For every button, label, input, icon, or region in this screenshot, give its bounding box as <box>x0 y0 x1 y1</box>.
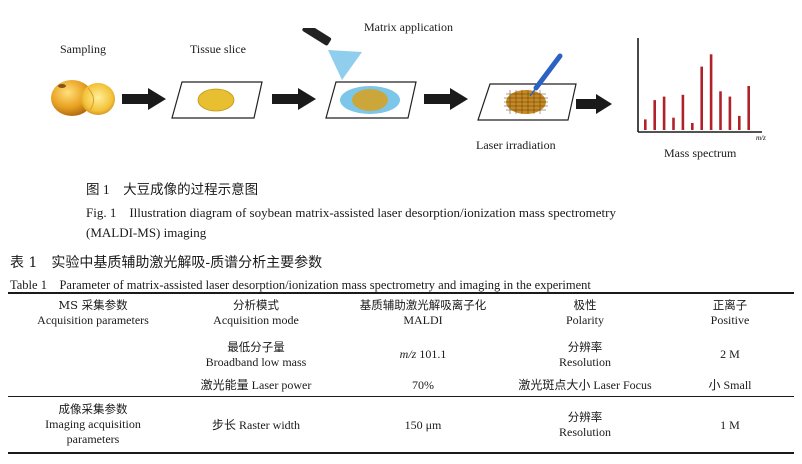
table-title-zh: 表 1 实验中基质辅助激光解吸-质谱分析主要参数 <box>10 255 323 271</box>
tissue-slice-plate <box>171 81 263 119</box>
arrow-icon <box>424 88 468 110</box>
cell-resolution: 分辨率 Resolution <box>520 340 650 370</box>
spectrum-peak <box>728 96 732 130</box>
arrow-icon <box>122 88 166 110</box>
cell-imaging-params: 成像采集参数 Imaging acquisition parameters <box>18 402 168 447</box>
matrix-coated-plate <box>325 81 417 119</box>
cell-maldi: 基质辅助激光解吸离子化 MALDI <box>330 298 516 328</box>
figure-caption-en-line2: (MALDI-MS) imaging <box>86 225 207 240</box>
spectrum-peak <box>662 96 666 130</box>
cell-laser-power: 激光能量 Laser power <box>200 378 312 392</box>
cell-positive: 正离子 Positive <box>680 298 780 328</box>
sprayer-icon <box>302 28 362 80</box>
cell-acquisition-mode: 分析模式 Acquisition mode <box>186 298 326 328</box>
cell-text: 正离子 <box>712 298 748 312</box>
spectrum-peak <box>719 91 722 130</box>
label-laser-irradiation: Laser irradiation <box>476 138 556 152</box>
spectrum-peak <box>738 115 741 130</box>
arrow-icon <box>576 94 612 114</box>
figure-caption-zh: 图 1 大豆成像的过程示意图 <box>86 182 259 197</box>
cell-text: Imaging acquisition <box>45 417 141 431</box>
spectrum-peak <box>644 119 647 130</box>
cell-text: Acquisition parameters <box>37 313 149 327</box>
spectrum-peak <box>672 117 675 130</box>
soybean-icon <box>51 80 115 116</box>
cell-laser-focus: 激光斑点大小 Laser Focus <box>518 378 652 392</box>
cell-text: 分析模式 <box>233 298 279 312</box>
cell-text: Resolution <box>558 425 611 439</box>
spectrum-axis-label: m/z <box>756 134 766 142</box>
cell-text: Polarity <box>566 313 604 327</box>
cell-raster-width: 步长 Raster width <box>212 418 300 432</box>
cell-text: Acquisition mode <box>213 313 299 327</box>
cell-text: Resolution <box>558 355 611 369</box>
label-sampling: Sampling <box>60 42 107 56</box>
cell-text: Positive <box>710 313 750 327</box>
cell-text: 分辨率 <box>567 340 603 354</box>
label-tissue-slice: Tissue slice <box>190 42 246 56</box>
cell-laser-power-value: 70% <box>412 378 434 392</box>
spectrum-peak <box>700 66 703 130</box>
cell-low-mass-value: m/z 101.1 <box>330 347 516 362</box>
cell-text: MS 采集参数 <box>58 298 128 312</box>
cell-text: 101.1 <box>419 347 447 361</box>
table-mid-rule <box>8 396 794 397</box>
mass-spectrum-plot: m/z <box>637 38 766 142</box>
cell-resolution-value: 2 M <box>720 347 740 361</box>
spectrum-peak <box>747 86 750 130</box>
spectrum-peak <box>709 54 713 130</box>
spectrum-peak <box>653 100 656 130</box>
table-bottom-rule <box>8 452 794 454</box>
cell-text: m/z <box>399 347 417 361</box>
cell-text: parameters <box>66 432 120 446</box>
label-mass-spectrum: Mass spectrum <box>664 146 737 160</box>
figure-caption-en-line1: Fig. 1 Illustration diagram of soybean m… <box>86 205 616 220</box>
cell-text: 极性 <box>573 298 597 312</box>
cell-text: MALDI <box>403 313 443 327</box>
cell-text: Broadband low mass <box>205 355 307 369</box>
spectrum-peak <box>681 94 685 130</box>
cell-polarity: 极性 Polarity <box>520 298 650 328</box>
table-top-rule <box>8 292 794 294</box>
spectrum-peak <box>691 123 694 130</box>
cell-resolution-2-value: 1 M <box>720 418 740 432</box>
cell-text: 成像采集参数 <box>58 402 128 416</box>
cell-text: 最低分子量 <box>227 340 285 354</box>
cell-text: 分辨率 <box>567 410 603 424</box>
table-title-en: Table 1 Parameter of matrix-assisted las… <box>10 278 591 292</box>
cell-broadband-low-mass: 最低分子量 Broadband low mass <box>186 340 326 370</box>
cell-ms-params: MS 采集参数 Acquisition parameters <box>18 298 168 328</box>
cell-laser-focus-value: 小 Small <box>708 378 752 392</box>
cell-text: 基质辅助激光解吸离子化 <box>359 298 487 312</box>
cell-resolution-2: 分辨率 Resolution <box>520 410 650 440</box>
cell-raster-value: 150 μm <box>404 418 442 432</box>
label-matrix-application: Matrix application <box>364 20 453 34</box>
laser-irradiation-plate <box>477 53 577 121</box>
arrow-icon <box>272 88 316 110</box>
